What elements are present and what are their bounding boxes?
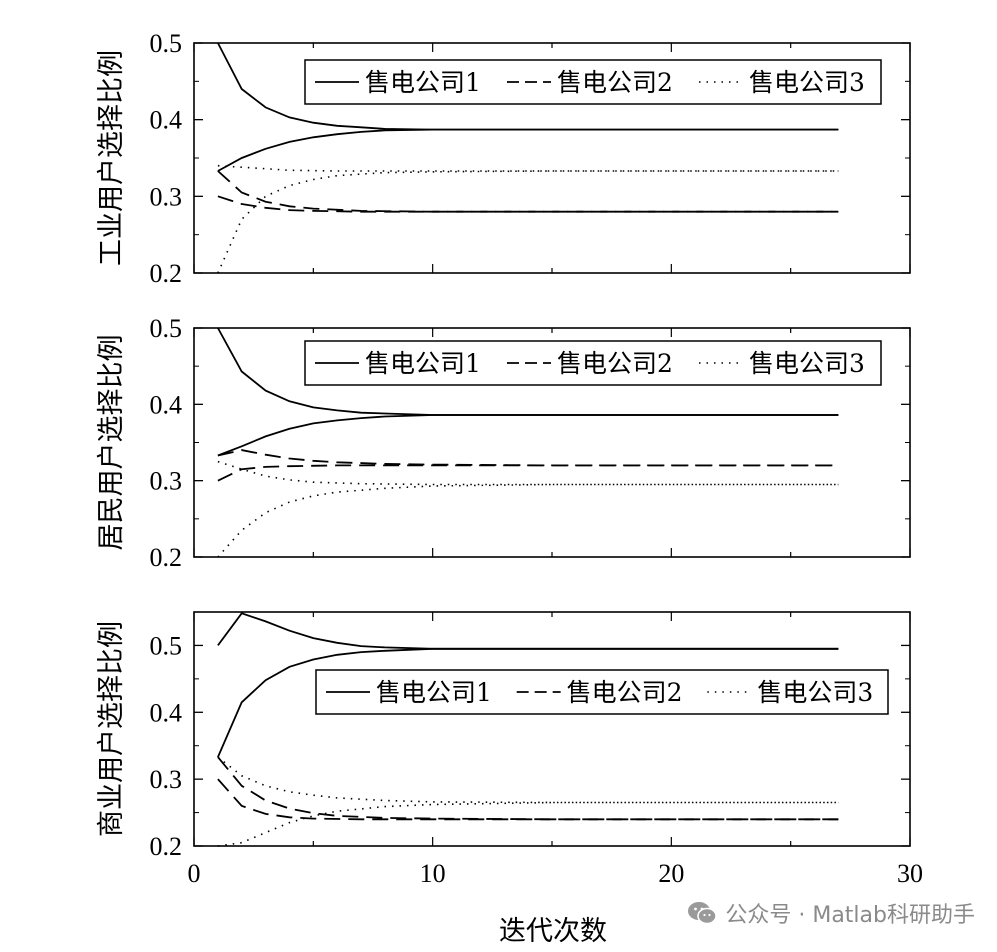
series-line-solid xyxy=(217,612,839,650)
legend: 售电公司1 售电公司2 售电公司3 xyxy=(315,669,889,715)
series-line-solid xyxy=(217,414,839,457)
panel-2: 0.2 0.3 0.4 0.5 居民用户选择比例 售电公司1 售电公司2 售电公司3 xyxy=(96,314,911,572)
legend-box xyxy=(304,59,882,105)
legend-label: 售电公司1 xyxy=(365,68,481,97)
x-tick-label: 20 xyxy=(658,859,684,888)
series-line-solid xyxy=(217,647,839,758)
y-tick-label: 0.2 xyxy=(150,832,183,861)
series-line-dashed xyxy=(217,170,839,213)
watermark-text: 公众号 · Matlab科研助手 xyxy=(725,903,975,928)
series-line-dashed xyxy=(217,464,839,482)
y-axis-title: 居民用户选择比例 xyxy=(96,335,127,551)
legend-label: 售电公司2 xyxy=(557,68,673,97)
legend-label: 售电公司3 xyxy=(749,68,865,97)
legend: 售电公司1 售电公司2 售电公司3 xyxy=(304,340,882,386)
y-tick-label: 0.5 xyxy=(150,314,183,343)
series-line-dashed xyxy=(217,778,839,821)
y-tick-label: 0.3 xyxy=(150,467,183,496)
y-tick-label: 0.3 xyxy=(150,182,183,211)
legend-label: 售电公司1 xyxy=(365,349,481,378)
x-tick-label: 0 xyxy=(188,859,201,888)
y-tick-label: 0.4 xyxy=(150,106,183,135)
watermark: 公众号 · Matlab科研助手 xyxy=(687,896,975,930)
series-line-dotted xyxy=(217,483,839,558)
legend-label: 售电公司1 xyxy=(376,678,492,707)
y-tick-label: 0.3 xyxy=(150,765,183,794)
series-line-solid xyxy=(217,42,839,131)
y-tick-label: 0.5 xyxy=(150,29,183,58)
legend-box xyxy=(304,340,882,386)
series-line-solid xyxy=(217,327,839,416)
series-line-dotted xyxy=(217,170,839,274)
series-line-dotted xyxy=(217,756,839,804)
legend: 售电公司1 售电公司2 售电公司3 xyxy=(304,59,882,105)
series-line-dashed xyxy=(217,449,839,467)
y-axis-title: 工业用户选择比例 xyxy=(96,50,127,266)
y-tick-label: 0.5 xyxy=(150,631,183,660)
y-axis-title: 商业用户选择比例 xyxy=(96,621,127,837)
series-line-dashed xyxy=(217,756,839,821)
series-line-dotted xyxy=(217,801,839,847)
y-tick-label: 0.2 xyxy=(150,259,183,288)
legend-label: 售电公司3 xyxy=(757,678,873,707)
series-line-solid xyxy=(217,128,839,172)
series-line-dashed xyxy=(217,195,839,213)
x-axis-title: 迭代次数 xyxy=(499,916,607,947)
x-tick-label: 30 xyxy=(897,859,923,888)
y-tick-label: 0.4 xyxy=(150,698,183,727)
panel-1: 0.2 0.3 0.4 0.5 工业用户选择比例 售电公司1 售电公司2 售电公司3 xyxy=(96,29,911,288)
y-tick-label: 0.4 xyxy=(150,390,183,419)
y-tick-label: 0.2 xyxy=(150,543,183,572)
legend-label: 售电公司2 xyxy=(567,678,683,707)
series-line-dotted xyxy=(217,164,839,172)
legend-label: 售电公司2 xyxy=(557,349,673,378)
x-tick-label: 10 xyxy=(420,859,446,888)
legend-box xyxy=(315,669,889,715)
wechat-icon xyxy=(688,902,718,925)
legend-label: 售电公司3 xyxy=(749,349,865,378)
